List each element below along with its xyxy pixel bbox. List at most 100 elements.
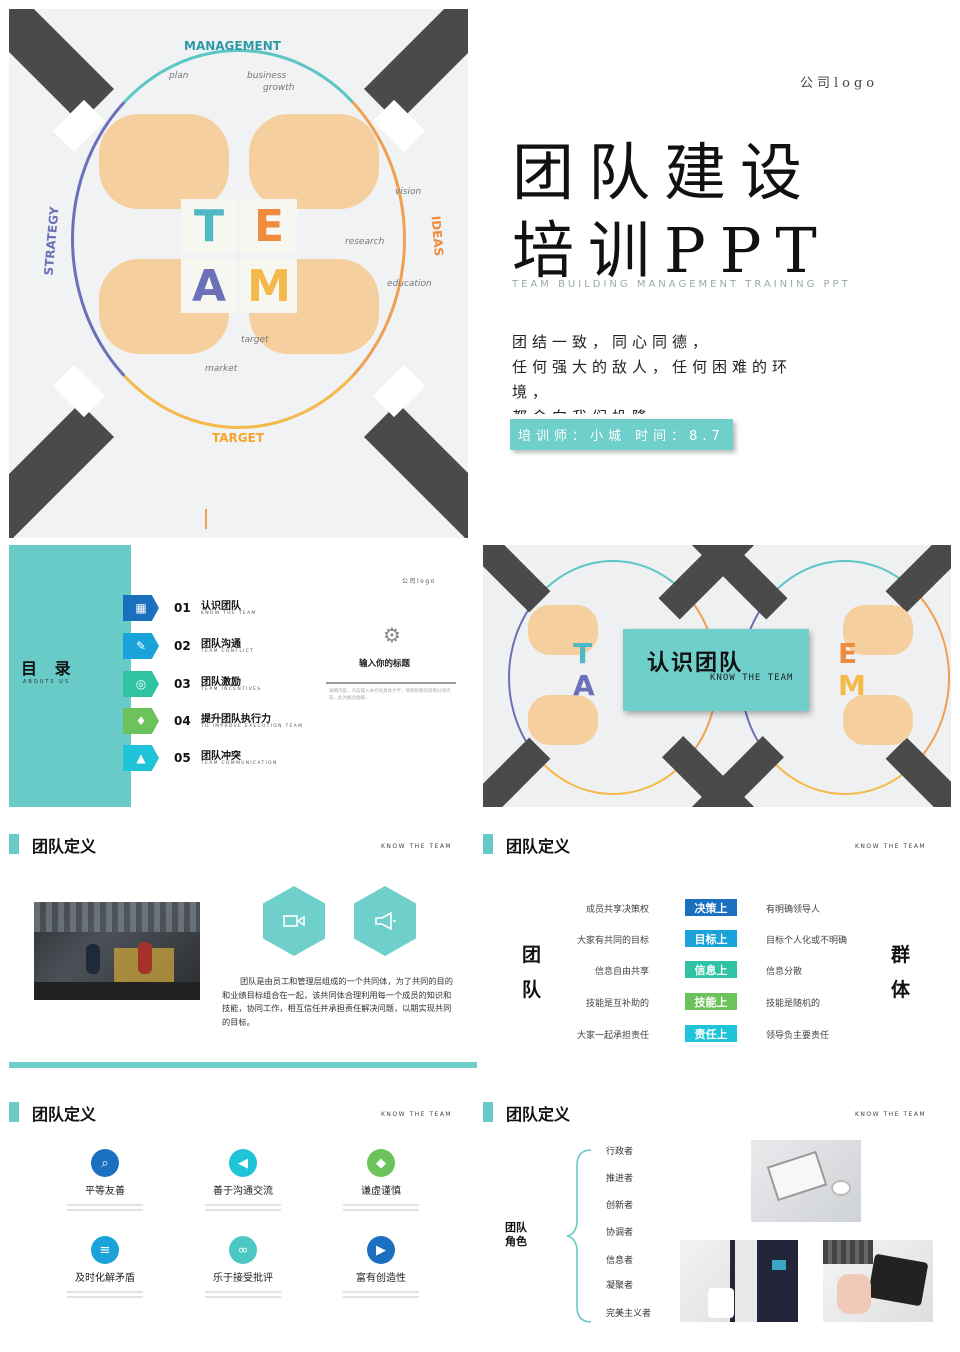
cover-slide: T E A M MANAGEMENT STRATEGY IDEAS TARGET…	[0, 0, 960, 538]
toc-num: 01	[174, 601, 191, 615]
gears-icon: ⚙	[383, 623, 401, 647]
tile-m: M	[838, 669, 866, 702]
team-hands-illustration: T E A M MANAGEMENT STRATEGY IDEAS TARGET…	[9, 9, 468, 538]
toc-item-en: TEAM COMMUNICATION	[201, 761, 278, 766]
section-heading-en: KNOW THE TEAM	[381, 843, 453, 850]
cover-body-line: 都会向我们投降	[512, 405, 802, 414]
megaphone-icon: ✎	[123, 633, 159, 659]
video-camera-icon	[283, 915, 305, 927]
hexagon-video	[263, 886, 325, 956]
tile-e: E	[838, 637, 858, 670]
group-char: 体	[891, 979, 911, 1001]
toc-item-title[interactable]: 团队冲突	[201, 751, 241, 762]
target-icon: ◎	[123, 671, 159, 697]
company-logo-text: 公司logo	[800, 76, 879, 91]
team-feature: 信息自由共享	[594, 967, 649, 977]
roles-label: 团队	[505, 1221, 527, 1234]
toc-item-title[interactable]: 认识团队	[201, 601, 241, 612]
section-heading: 团队定义	[506, 837, 571, 856]
cover-body-line: 任何强大的敌人，任何困难的环	[512, 358, 793, 376]
doodle-business: business	[247, 71, 287, 81]
toc-title: 目 录	[21, 659, 77, 678]
group-char: 群	[891, 944, 911, 966]
group-feature: 信息分散	[766, 967, 803, 977]
toc-num: 04	[174, 714, 191, 728]
tile-a: A	[181, 259, 237, 313]
ideas-label: IDEAS	[428, 215, 447, 257]
side-title: 输入你的标题	[359, 659, 411, 669]
management-label: MANAGEMENT	[184, 39, 281, 53]
section-title: 认识团队	[647, 651, 744, 676]
aspect-badge: 信息上	[685, 961, 737, 978]
hexagon-megaphone	[354, 886, 416, 956]
team-feature: 成员共享决策权	[585, 905, 649, 915]
section-slide: T A E M 认识团队 KNOW THE TEAM	[483, 545, 951, 807]
team-char: 队	[522, 979, 542, 1001]
group-feature: 目标个人化或不明确	[766, 936, 848, 946]
roles-slide: 团队定义 KNOW THE TEAM 团队 角色 行政者 推进者 创新者 协调者…	[483, 1082, 951, 1340]
toc-item-title[interactable]: 团队激励	[201, 677, 241, 688]
section-heading-en: KNOW THE TEAM	[855, 1111, 927, 1118]
tile-m: M	[241, 259, 297, 313]
definition-paragraph: 团队是由员工和管理层组成的一个共同体，为了共同的目的和业绩目标组合在一起，该共同…	[222, 976, 453, 1027]
group-feature: 技能是随机的	[766, 999, 821, 1009]
aspect-badge: 决策上	[685, 899, 737, 916]
tile-t: T	[181, 199, 237, 253]
toc-item-title[interactable]: 团队沟通	[201, 639, 241, 650]
side-text: 详细内容，点击输入本栏的具体文字，简明扼要的说明分项内容，此为概念图解。	[329, 689, 451, 701]
toc-num: 03	[174, 677, 191, 691]
role-item: 凝聚者	[606, 1281, 634, 1291]
doodle-research: research	[345, 237, 385, 247]
trainer-badge: 培训师：小城 时间：8.7	[510, 419, 733, 450]
thumbs-up-icon: ♦	[123, 708, 159, 734]
search-icon: ⌕	[91, 1149, 119, 1177]
shirt-icon: ▲	[123, 745, 159, 771]
role-item: 信息者	[606, 1256, 634, 1266]
role-item: 协调者	[606, 1228, 634, 1238]
cover-body: 团结一致，同心同德， 任何强大的敌人，任何困难的环 境， 都会向我们投降	[512, 330, 802, 414]
calendar-icon: ▦	[123, 595, 159, 621]
toc-item-en: TEAM INCENTIVES	[201, 687, 262, 692]
trait-label: 富有创造性	[356, 1273, 406, 1284]
cover-subtitle: TEAM BUILDING MANAGEMENT TRAINING PPT	[512, 279, 851, 290]
megaphone-icon: ◀	[229, 1149, 257, 1177]
tile-a: A	[573, 669, 595, 702]
doodle-growth: growth	[263, 83, 295, 93]
section-heading: 团队定义	[32, 1105, 97, 1124]
trait-label: 善于沟通交流	[213, 1186, 273, 1197]
cover-body-line: 团结一致，同心同德，	[512, 333, 713, 351]
toc-item-en: TEAM CONFLICT	[201, 649, 255, 654]
tile-t: T	[573, 637, 593, 670]
toc-num: 05	[174, 751, 191, 765]
comparison-slide: 团队定义 KNOW THE TEAM 团 队 群 体 成员共享决策权 决策上 有…	[483, 814, 951, 1072]
trait-label: 乐于接受批评	[213, 1273, 273, 1284]
toc-item-en: KNOW THE TEAM	[201, 611, 257, 616]
doodle-plan: plan	[169, 71, 189, 81]
cover-title-line1: 团队建设	[512, 136, 817, 209]
group-feature: 有明确领导人	[766, 905, 821, 915]
doodle-vision: vision	[395, 187, 422, 197]
cover-title-line2: 培训PPT	[512, 214, 831, 287]
diamond-icon: ◆	[367, 1149, 395, 1177]
aspect-badge: 目标上	[685, 930, 737, 947]
strategy-label: STRATEGY	[41, 205, 62, 277]
toc-item-title[interactable]: 提升团队执行力	[201, 714, 271, 725]
doodle-market: market	[205, 364, 238, 374]
roles-label: 角色	[505, 1235, 527, 1248]
businessman-photo	[680, 1240, 798, 1322]
video-camera-icon: ▶	[367, 1236, 395, 1264]
section-subtitle: KNOW THE TEAM	[710, 673, 794, 683]
toc-item-en: TO IMPROVE EXECUTION TEAM	[201, 724, 304, 729]
roles-brace	[566, 1149, 592, 1323]
tablet-photo	[751, 1140, 861, 1222]
traits-slide: 团队定义 KNOW THE TEAM ⌕ 平等友善 ◀ 善于沟通交流 ◆ 谦虚谨…	[9, 1082, 477, 1340]
toc-logo: 公司logo	[402, 578, 436, 585]
team-feature: 大家有共同的目标	[576, 936, 649, 946]
team-char: 团	[522, 944, 542, 966]
group-feature: 领导负主要责任	[766, 1031, 830, 1041]
section-heading: 团队定义	[32, 837, 97, 856]
role-item: 行政者	[606, 1147, 634, 1157]
role-item: 完美主义者	[606, 1309, 652, 1319]
doodle-education: education	[387, 279, 432, 289]
section-heading-en: KNOW THE TEAM	[855, 843, 927, 850]
